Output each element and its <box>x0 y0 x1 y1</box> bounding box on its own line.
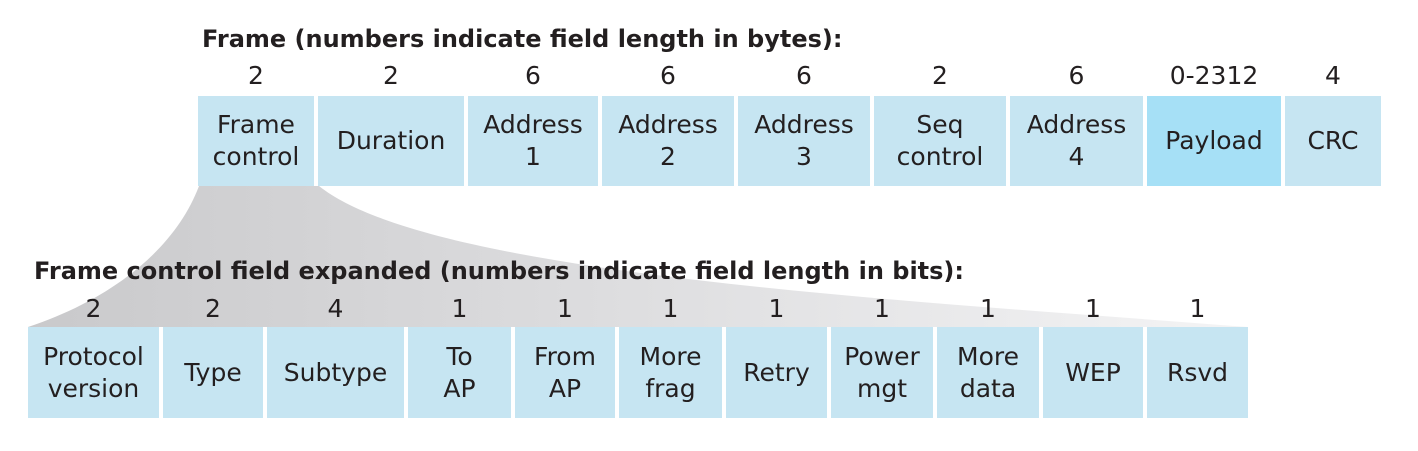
fc-field-label: Rsvd <box>1166 357 1229 387</box>
fc-field-label: More frag <box>639 341 702 403</box>
fc-field-cell: WEP <box>1043 327 1143 418</box>
fc-field-length: 1 <box>1085 294 1101 323</box>
fc-field-label: Subtype <box>283 357 388 387</box>
fc-field-label: Type <box>184 357 242 387</box>
frame-field-length: 2 <box>248 61 264 90</box>
fc-field-cell: More data <box>937 327 1039 418</box>
fc-field-length: 1 <box>874 294 890 323</box>
frame-field-cell: Address 3 <box>738 96 870 186</box>
fc-field-cell: From AP <box>515 327 615 418</box>
frame-heading: Frame (numbers indicate field length in … <box>202 25 843 53</box>
fc-field-cell: Retry <box>726 327 827 418</box>
frame-field-cell: Address 1 <box>468 96 598 186</box>
frame-field-length: 2 <box>932 61 948 90</box>
frame-field-label: Frame control <box>212 110 300 171</box>
frame-field-label: CRC <box>1307 126 1359 155</box>
frame-field-length: 0-2312 <box>1169 61 1259 90</box>
fc-field-label: Power mgt <box>844 341 920 403</box>
fc-field-length: 1 <box>980 294 996 323</box>
fc-field-label: From AP <box>534 341 596 403</box>
frame-field-length: 6 <box>525 61 541 90</box>
frame-field-cell: Frame control <box>198 96 314 186</box>
frame-field-label: Address 4 <box>1026 110 1127 171</box>
fc-field-cell: Protocol version <box>28 327 159 418</box>
fc-field-length: 1 <box>1189 294 1206 323</box>
fc-field-label: Protocol version <box>43 341 144 403</box>
fc-field-cell: Rsvd <box>1147 327 1248 418</box>
fc-field-length: 2 <box>205 294 221 323</box>
fc-field-length: 1 <box>451 294 468 323</box>
frame-field-length: 2 <box>383 61 399 90</box>
fc-field-label: More data <box>957 341 1019 403</box>
frame-field-length: 6 <box>660 61 676 90</box>
frame-field-cell: Duration <box>318 96 464 186</box>
frame-field-label: Duration <box>336 126 446 155</box>
fc-field-cell: Power mgt <box>831 327 933 418</box>
fc-field-length: 2 <box>85 294 102 323</box>
frame-field-cell: CRC <box>1285 96 1381 186</box>
frame-field-label: Address 1 <box>483 110 583 171</box>
frame-field-label: Address 2 <box>618 110 718 171</box>
fc-field-cell: Subtype <box>267 327 404 418</box>
frame-field-cell: Seq control <box>874 96 1006 186</box>
frame-field-length: 4 <box>1325 61 1341 90</box>
fc-field-length: 1 <box>768 294 785 323</box>
fc-field-length: 1 <box>662 294 679 323</box>
frame-field-label: Seq control <box>896 110 984 171</box>
fc-field-cell: Type <box>163 327 263 418</box>
fc-field-cell: More frag <box>619 327 722 418</box>
frame-field-cell: Address 4 <box>1010 96 1143 186</box>
frame-field-label: Address 3 <box>754 110 854 171</box>
fc-field-cell: To AP <box>408 327 511 418</box>
expansion-fan <box>28 186 1248 327</box>
frame-control-heading: Frame control field expanded (numbers in… <box>34 257 964 285</box>
fc-field-length: 1 <box>557 294 573 323</box>
fc-field-length: 4 <box>327 294 344 323</box>
frame-field-length: 6 <box>796 61 812 90</box>
fc-field-label: WEP <box>1065 357 1121 387</box>
frame-field-length: 6 <box>1068 61 1085 90</box>
frame-field-cell: Address 2 <box>602 96 734 186</box>
frame-field-cell: Payload <box>1147 96 1281 186</box>
frame-field-label: Payload <box>1165 126 1263 155</box>
fc-field-label: To AP <box>443 341 476 403</box>
fc-field-label: Retry <box>743 357 810 387</box>
